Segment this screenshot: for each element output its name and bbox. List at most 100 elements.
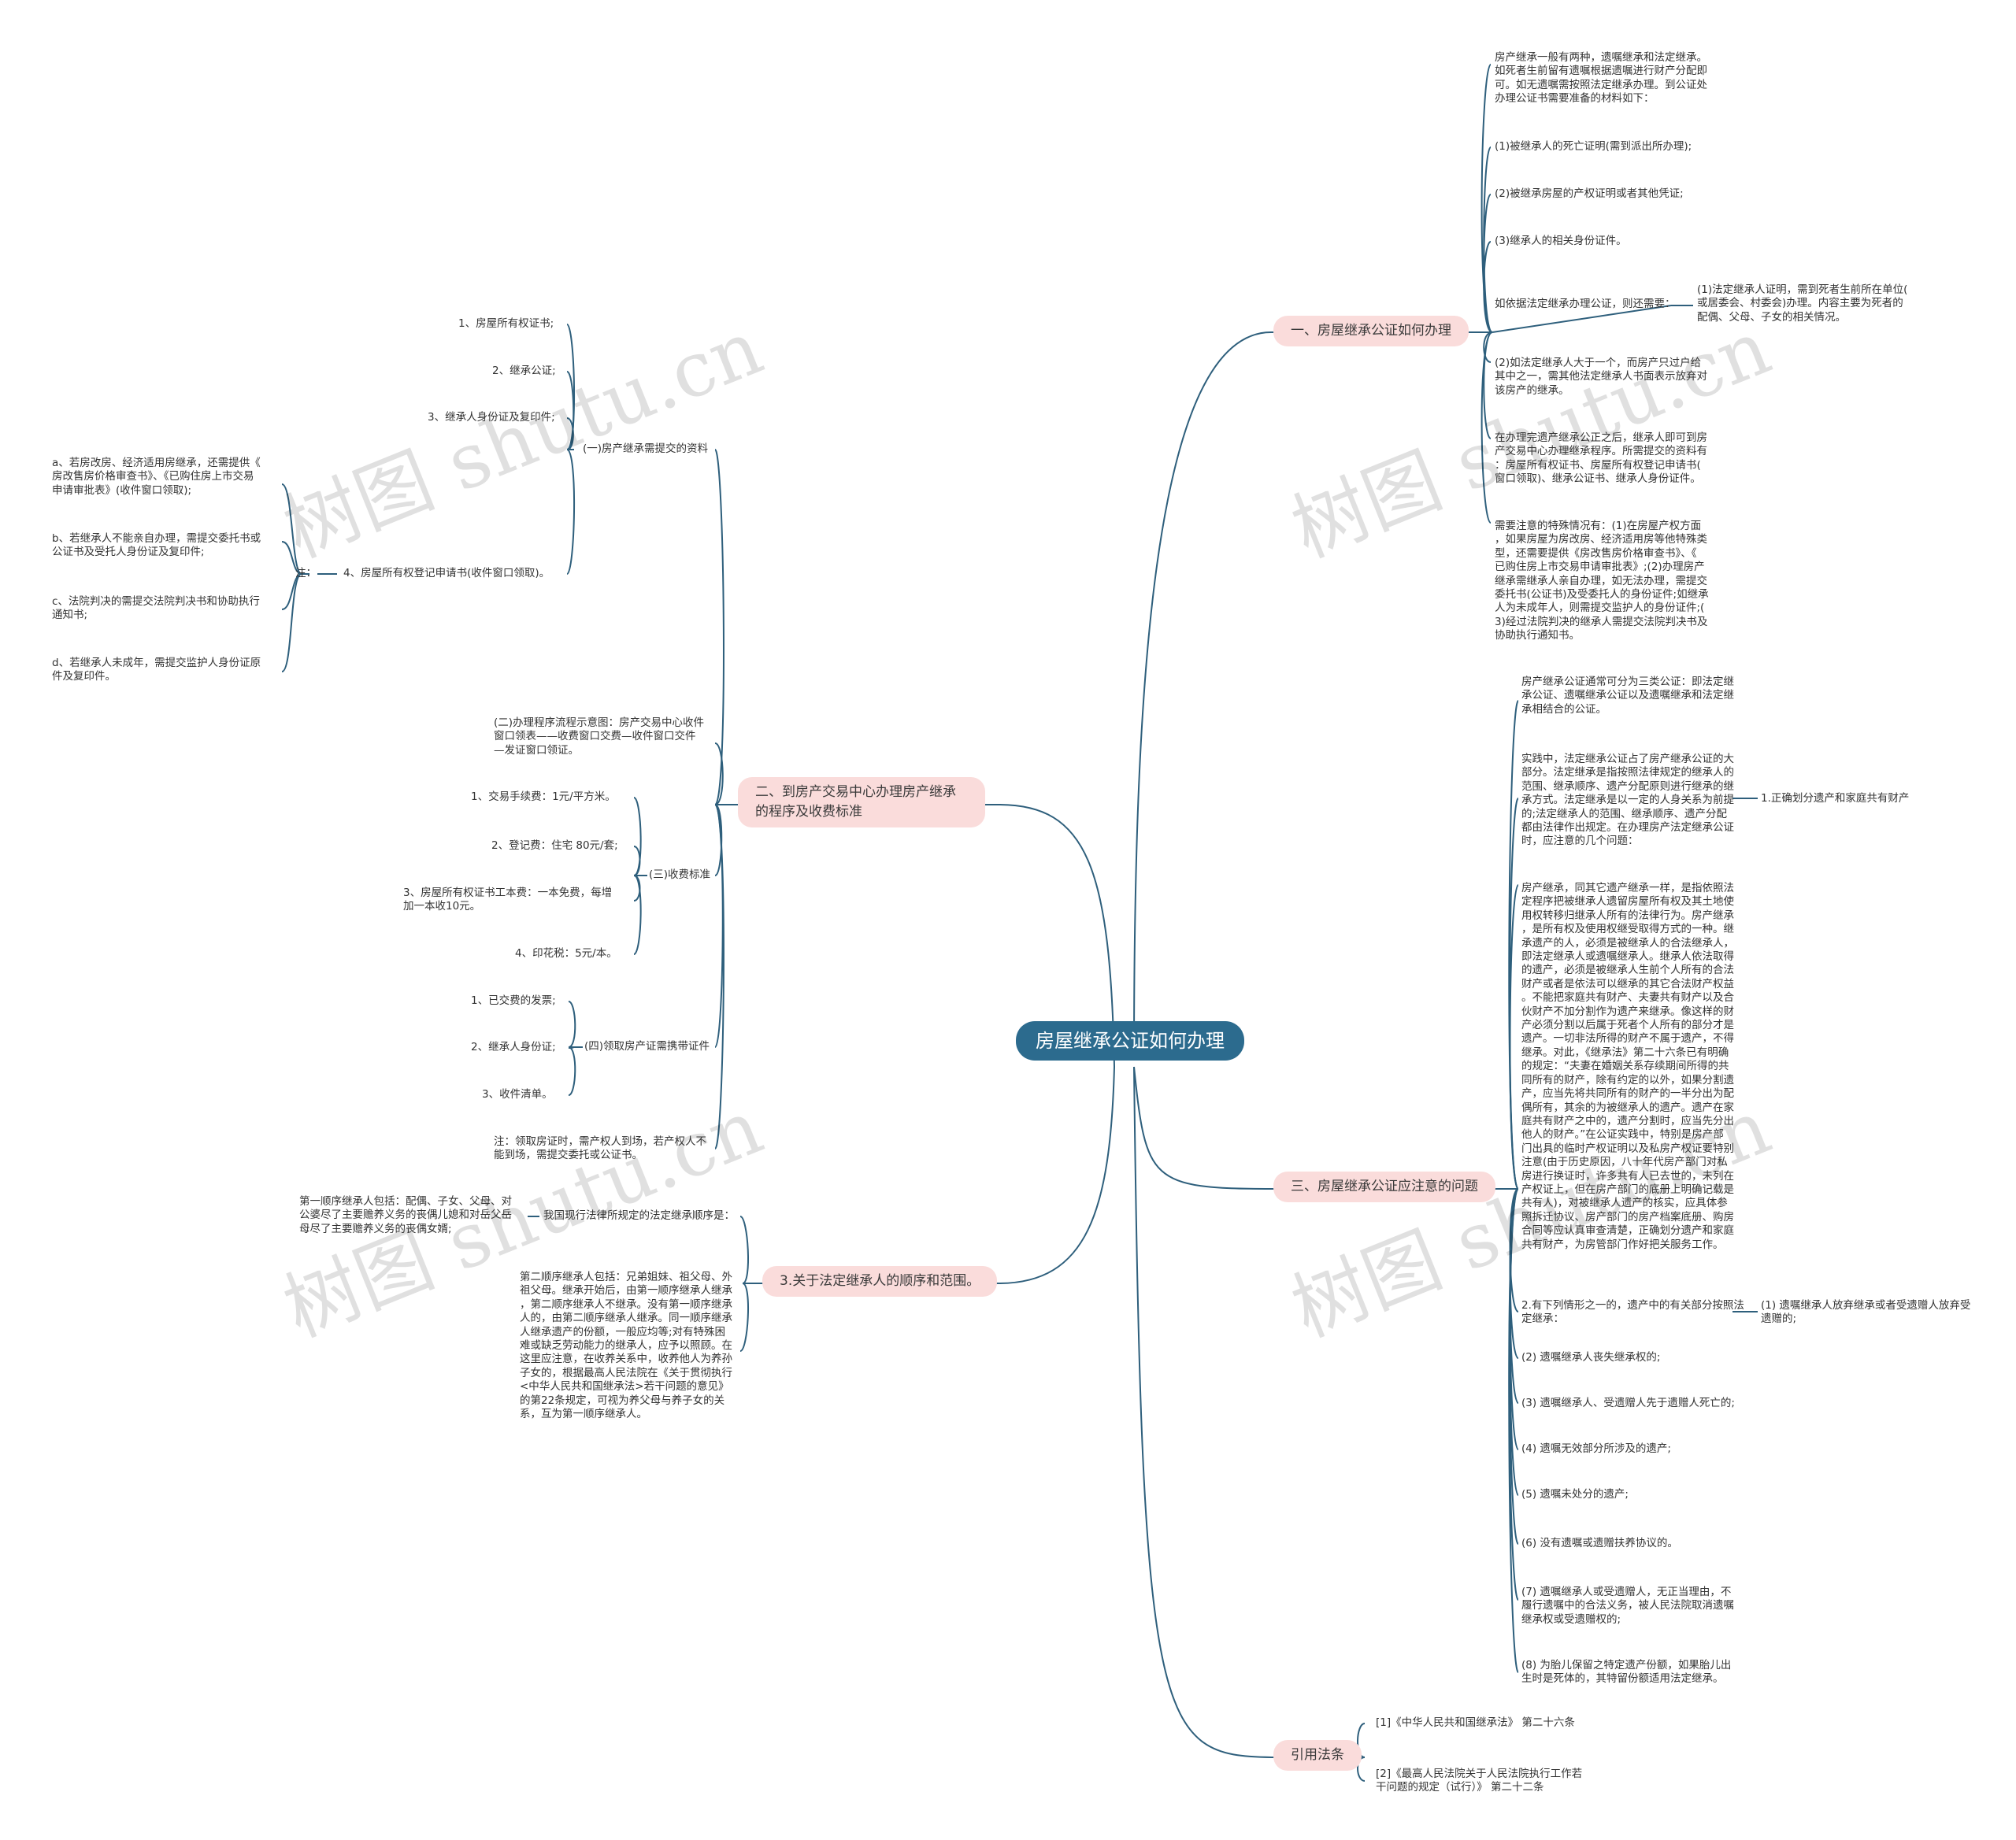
b4-cases-sub[interactable]: (1) 遗嘱继承人放弃继承或者受遗赠人放弃受遗赠的;: [1761, 1299, 1970, 1327]
text-line: 4、印花税：5元/本。: [515, 947, 617, 960]
branch-1-how-to[interactable]: 一、房屋继承公证如何办理: [1273, 316, 1469, 346]
root-topic[interactable]: 房屋继承公证如何办理: [1016, 1021, 1244, 1061]
b3-second-order[interactable]: 第二顺序继承人包括：兄弟姐妹、祖父母、外祖父母。继承开始后，由第一顺序继承人继承…: [520, 1271, 732, 1421]
text-line: 窗口领表——收费窗口交费—收件窗口交件: [494, 730, 696, 743]
b1-item-legal[interactable]: 如依据法定继承办理公证，则还需要：: [1495, 298, 1676, 311]
branch-3-order[interactable]: 3.关于法定继承人的顺序和范围。: [762, 1266, 998, 1297]
b1-item-after[interactable]: 在办理完遗产继承公正之后，继承人即可到房产交易中心办理继承程序。所需提交的资料有…: [1495, 431, 1707, 487]
text-line: (3) 遗嘱继承人、受遗赠人先于遗赠人死亡的;: [1521, 1397, 1735, 1409]
b3-order-label[interactable]: 我国现行法律所规定的法定继承顺序是：: [543, 1209, 735, 1222]
b2-g1-note-d[interactable]: d、若继承人未成年，需提交监护人身份证原件及复印件。: [52, 657, 261, 684]
text-line: (1)被继承人的死亡证明(需到派出所办理);: [1495, 140, 1692, 153]
b2-g4-item-2[interactable]: 2、继承人身份证;: [471, 1041, 556, 1053]
b4-case-5[interactable]: (5) 遗嘱未处分的遗产;: [1521, 1488, 1629, 1501]
b2-g1-item-2[interactable]: 2、继承公证;: [492, 365, 556, 377]
b4-practice-sub[interactable]: 1.正确划分遗产和家庭共有财产: [1761, 792, 1909, 805]
b4-case-4[interactable]: (4) 遗嘱无效部分所涉及的遗产;: [1521, 1442, 1671, 1456]
text-line: 他人的财产。”在公证实践中，特别是房产部: [1521, 1128, 1724, 1142]
branch-4-notes[interactable]: 三、房屋继承公证应注意的问题: [1273, 1172, 1495, 1202]
text-line: (2) 遗嘱继承人丧失继承权的;: [1521, 1351, 1661, 1364]
text-line: (2)被继承房屋的产权证明或者其他凭证;: [1495, 187, 1684, 200]
text-line: 通知书;: [52, 609, 88, 622]
b1-item-id[interactable]: (3)继承人的相关身份证件。: [1495, 235, 1627, 248]
b4-case-2[interactable]: (2) 遗嘱继承人丧失继承权的;: [1521, 1351, 1660, 1364]
b2-g1-note-b[interactable]: b、若继承人不能亲自办理，需提交委托书或公证书及受托人身份证及复印件;: [52, 532, 261, 560]
b1-item-multi-heirs[interactable]: (2)如法定继承人大于一个，而房产只过户给其中之一，需其他法定继承人书面表示放弃…: [1495, 357, 1707, 398]
text-line: 祖父母。继承开始后，由第一顺序继承人继承: [520, 1284, 732, 1298]
text-line: 公婆尽了主要赡养义务的丧偶儿媳和对岳父岳: [299, 1209, 512, 1222]
b1-item-legal-sub[interactable]: (1)法定继承人证明，需到死者生前所在单位(或居委会、村委会)办理。内容主要为死…: [1697, 283, 1907, 324]
b2-g3-label[interactable]: (三)收费标准: [649, 868, 711, 881]
b4-practice[interactable]: 实践中，法定继承公证占了房产继承公证的大部分。法定继承是指按照法律规定的继承人的…: [1521, 753, 1734, 849]
text-line: 房进行换证时，许多共有人已去世的，未列在: [1521, 1169, 1734, 1183]
text-line: 的;法定继承人的范围、继承顺序、遗产分配: [1521, 807, 1728, 820]
b2-g1-item-3[interactable]: 3、继承人身份证及复印件;: [428, 411, 555, 424]
text-line: 在办理完遗产继承公正之后，继承人即可到房: [1495, 431, 1707, 444]
b3-first-order[interactable]: 第一顺序继承人包括：配偶、子女、父母、对公婆尽了主要赡养义务的丧偶儿媳和对岳父岳…: [299, 1195, 512, 1236]
text-line: 共有人)，对被继承人遗产的核实，应具体参: [1521, 1197, 1728, 1210]
b2-g4-item-3[interactable]: 3、收件清单。: [482, 1088, 553, 1101]
text-line: 产必须分割以后属于死者个人所有的部分才是: [1521, 1019, 1734, 1032]
b2-g4-label[interactable]: (四)领取房产证需携带证件: [584, 1040, 710, 1053]
text-line: 该房产的继承。: [1495, 383, 1569, 397]
b2-g3-fee-1[interactable]: 1、交易手续费：1元/平方米。: [471, 790, 616, 804]
text-line: 时，应注意的几个问题：: [1521, 835, 1639, 848]
b1-item-death-cert[interactable]: (1)被继承人的死亡证明(需到派出所办理);: [1495, 140, 1692, 154]
b2-g1-note-a[interactable]: a、若房改房、经济适用房继承，还需提供《房改售房价格审查书》、《已购住房上市交易…: [52, 457, 261, 498]
text-line: 能到场，需提交委托或公证书。: [494, 1149, 643, 1162]
text-line: 第二顺序继承人包括：兄弟姐妹、祖父母、外: [520, 1271, 732, 1283]
text-line: 注意(由于历史原因，八十年代房产部门对私: [1521, 1156, 1728, 1169]
b1-item-ownership[interactable]: (2)被继承房屋的产权证明或者其他凭证;: [1495, 187, 1684, 201]
b2-g4-item-1[interactable]: 1、已交费的发票;: [471, 994, 556, 1007]
text-line: 伙财产不加分割作为遗产来继承。像这样的财: [1521, 1005, 1734, 1018]
b4-case-7[interactable]: (7) 遗嘱继承人或受遗赠人，无正当理由，不履行遗嘱中的合法义务，被人民法院取消…: [1521, 1586, 1734, 1627]
b2-g1-label[interactable]: (一)房产继承需提交的资料: [583, 442, 709, 455]
text-line: a、若房改房、经济适用房继承，还需提供《: [52, 457, 261, 469]
b4-case-3[interactable]: (3) 遗嘱继承人、受遗赠人先于遗赠人死亡的;: [1521, 1397, 1735, 1410]
branch-5-references[interactable]: 引用法条: [1273, 1740, 1362, 1771]
b2-g3-fee-4[interactable]: 4、印花税：5元/本。: [515, 947, 617, 961]
text-line: b、若继承人不能亲自办理，需提交委托书或: [52, 532, 261, 545]
text-line: ：房屋所有权证书、房屋所有权登记申请书(: [1495, 458, 1701, 472]
b2-g1-note-label[interactable]: 注：: [295, 567, 317, 579]
b2-g2-flow[interactable]: (二)办理程序流程示意图：房产交易中心收件窗口领表——收费窗口交费—收件窗口交件…: [494, 716, 704, 757]
text-line: 的规定：“夫妻在婚姻关系存续期间所得的共: [1521, 1060, 1729, 1073]
text-line: 注：领取房证时，需产权人到场，若产权人不: [494, 1135, 706, 1148]
b2-g1-note-c[interactable]: c、法院判决的需提交法院判决书和协助执行通知书;: [52, 595, 260, 623]
text-line: 1.正确划分遗产和家庭共有财产: [1761, 792, 1910, 805]
text-line: 庭共有财产之中的，遗产分割时，应当先分出: [1521, 1114, 1734, 1127]
b1-intro[interactable]: 房产继承一般有两种，遗嘱继承和法定继承。如死者生前留有遗嘱根据遗嘱进行财产分配即…: [1495, 51, 1707, 106]
text-line: —发证窗口领证。: [494, 743, 579, 757]
text-line: ，是所有权及使用权继受取得方式的一种。继: [1521, 923, 1734, 936]
text-line: 的遗产，必须是被继承人生前个人所有的合法: [1521, 964, 1734, 977]
text-line: 委托书(公证书)及受委托人的身份证件;如继承: [1495, 588, 1709, 602]
b2-g5-note[interactable]: 注：领取房证时，需产权人到场，若产权人不能到场，需提交委托或公证书。: [494, 1135, 706, 1163]
text-line: 承相结合的公证。: [1521, 702, 1606, 716]
b4-inheritance-detail[interactable]: 房产继承，同其它遗产继承一样，是指依照法定程序把被继承人遗留房屋所有权及其土地使…: [1521, 882, 1734, 1252]
b1-item-special[interactable]: 需要注意的特殊情况有：(1)在房屋产权方面，如果房屋为房改房、经济适用房等他特殊…: [1495, 520, 1709, 643]
text-line: 如依据法定继承办理公证，则还需要：: [1495, 298, 1676, 310]
b2-g1-item-4[interactable]: 4、房屋所有权登记申请书(收件窗口领取)。: [343, 567, 550, 579]
text-line: 第一顺序继承人包括：配偶、子女、父母、对: [299, 1195, 512, 1208]
b4-intro[interactable]: 房产继承公证通常可分为三类公证：即法定继承公证、遗嘱继承公证以及遗嘱继承和法定继…: [1521, 676, 1734, 716]
b2-g3-fee-3[interactable]: 3、房屋所有权证书工本费：一本免费，每增加一本收10元。: [403, 887, 612, 914]
b4-cases[interactable]: 2.有下列情形之一的，遗产中的有关部分按照法定继承：: [1521, 1299, 1744, 1327]
text-line: (6) 没有遗嘱或遗赠扶养协议的。: [1521, 1537, 1678, 1549]
text-line: 如死者生前留有遗嘱根据遗嘱进行财产分配即: [1495, 65, 1707, 78]
b2-g3-fee-2[interactable]: 2、登记费：住宅 80元/套;: [491, 839, 618, 853]
b4-case-8[interactable]: (8) 为胎儿保留之特定遗产份额，如果胎儿出生时是死体的，其特留份额适用法定继承…: [1521, 1659, 1731, 1686]
text-line: 房产继承，同其它遗产继承一样，是指依照法: [1521, 882, 1734, 894]
b2-g1-item-1[interactable]: 1、房屋所有权证书;: [458, 317, 554, 330]
text-line: 房产继承公证通常可分为三类公证：即法定继: [1521, 676, 1734, 688]
b5-ref-1[interactable]: [1]《中华人民共和国继承法》 第二十六条: [1376, 1716, 1575, 1730]
text-line: ，第二顺序继承人不继承。没有第一顺序继承: [520, 1298, 732, 1311]
text-line: 继承权或受遗赠权的;: [1521, 1612, 1621, 1626]
branch-2-procedure[interactable]: 二、到房产交易中心办理房产继承的程序及收费标准: [738, 777, 985, 827]
text-line: 生时是死体的，其特留份额适用法定继承。: [1521, 1672, 1724, 1686]
text-line: 合同等应认真审查清楚，正确划分遗产和家庭: [1521, 1224, 1734, 1238]
b5-ref-2[interactable]: [2]《最高人民法院关于人民法院执行工作若干问题的规定（试行）》 第二十二条: [1376, 1768, 1582, 1795]
text-line: 2.有下列情形之一的，遗产中的有关部分按照法: [1521, 1299, 1744, 1312]
text-line: 门出具的临时产权证明以及私房产权证要特别: [1521, 1142, 1734, 1155]
text-line: c、法院判决的需提交法院判决书和协助执行: [52, 595, 260, 608]
b4-case-6[interactable]: (6) 没有遗嘱或遗赠扶养协议的。: [1521, 1537, 1678, 1550]
